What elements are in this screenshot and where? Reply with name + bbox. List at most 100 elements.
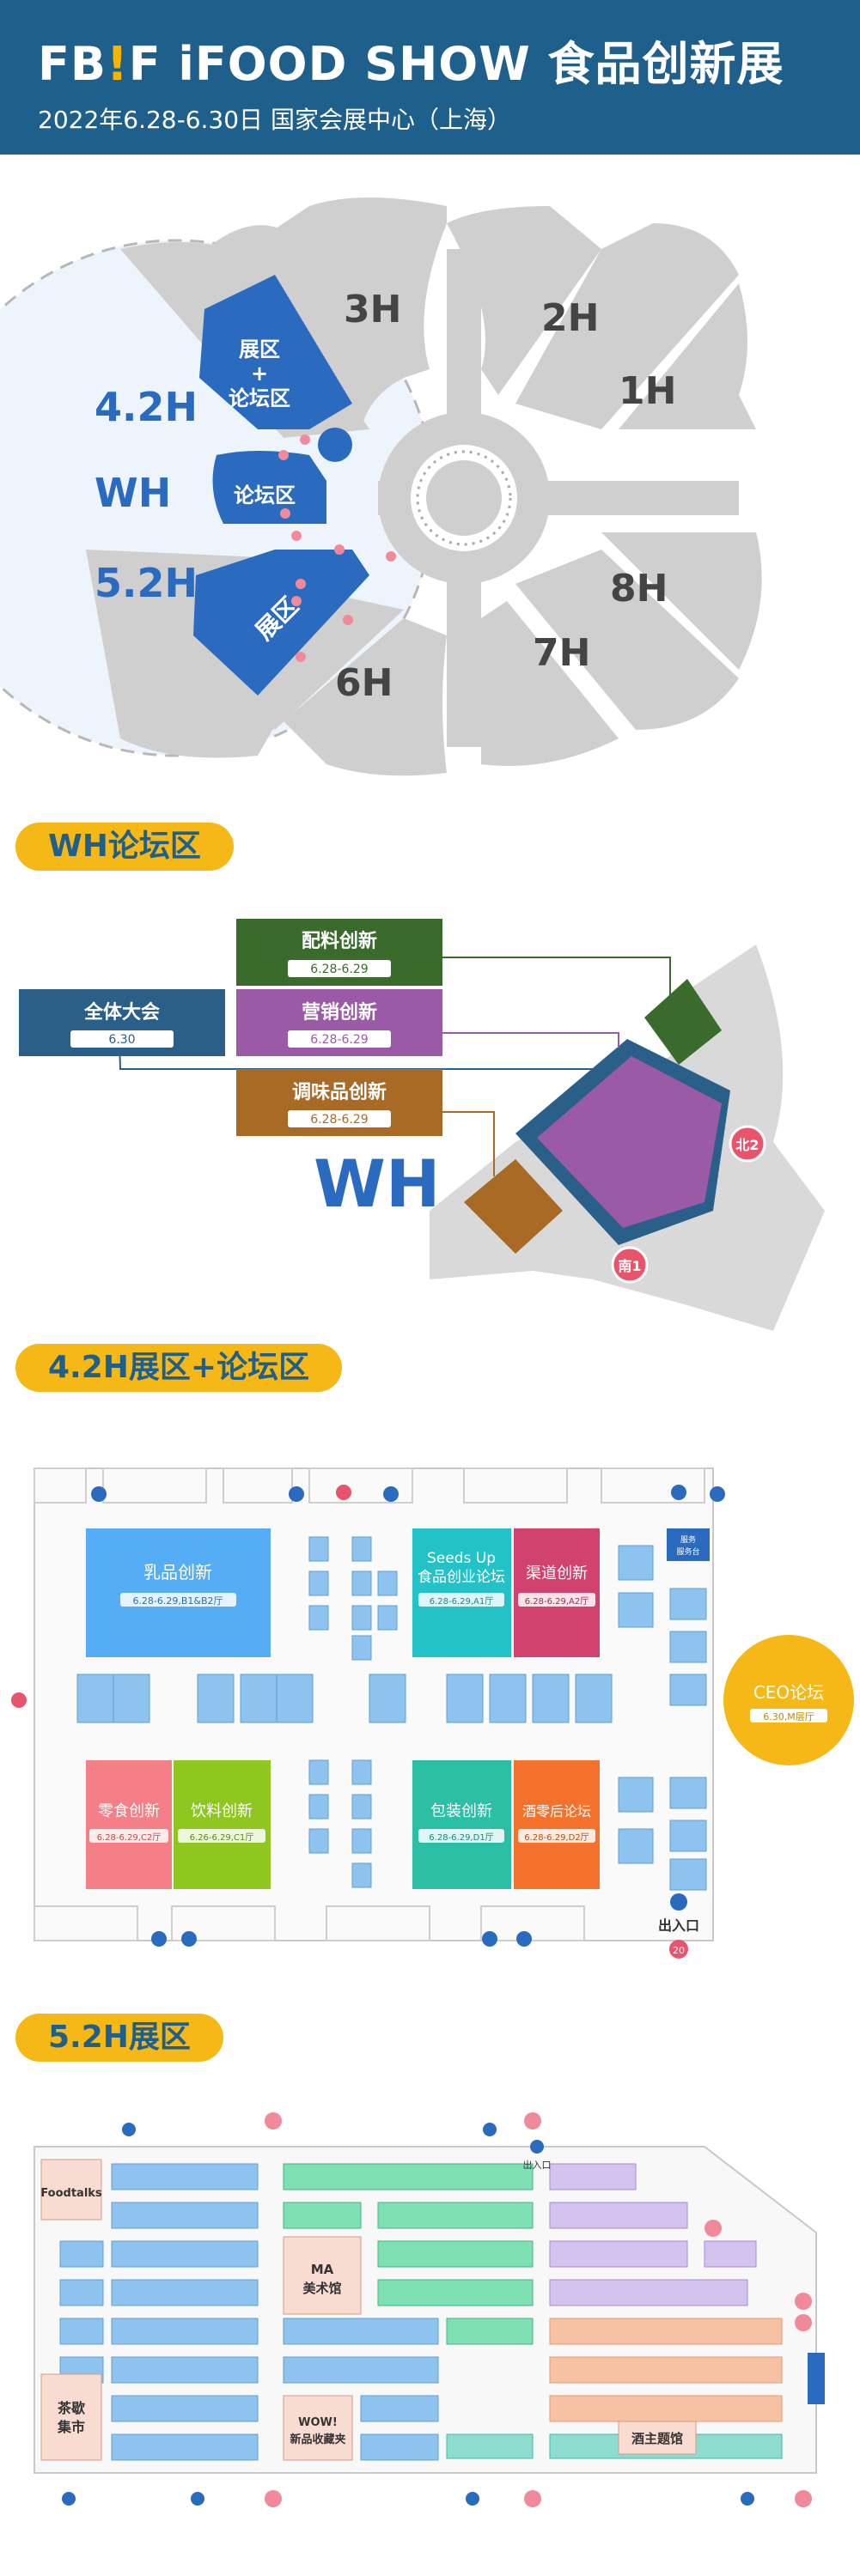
facility-icons: [11, 1485, 725, 1947]
forum-box-general: 全体大会 6.30: [19, 989, 225, 1056]
hub-dots: [416, 450, 512, 546]
svg-text:6.28-6.29,A1厅: 6.28-6.29,A1厅: [430, 1597, 494, 1607]
booth-grid-blue: [76, 1536, 707, 1891]
zone-bottom-shape: [193, 550, 369, 696]
gate-north2: 北2: [729, 1125, 766, 1163]
entrance-dots: [278, 434, 396, 662]
zone-dairy: 乳品创新 6.28-6.29,B1&B2厅: [86, 1528, 271, 1657]
hall-7h-label: 7H: [533, 631, 590, 675]
zone-mid-shape: [212, 451, 326, 524]
svg-text:CEO论坛: CEO论坛: [753, 1682, 824, 1703]
zone-top-shape: [199, 275, 352, 429]
zone-wine: 酒主题馆: [618, 2421, 697, 2455]
svg-text:服务台: 服务台: [676, 1546, 699, 1557]
svg-text:食品创业论坛: 食品创业论坛: [418, 1569, 505, 1586]
svg-text:MA: MA: [311, 2262, 334, 2277]
outline-structures: [34, 1467, 705, 1941]
svg-text:20: 20: [673, 1945, 685, 1956]
zone-ma-gallery: MA 美术馆: [283, 2236, 362, 2315]
svg-text:6.28-6.29,C2厅: 6.28-6.29,C2厅: [97, 1833, 162, 1843]
hub-center: [426, 460, 502, 536]
svg-text:乳品创新: 乳品创新: [143, 1562, 212, 1583]
zone-marker: [318, 428, 352, 462]
hall-2h-label: 2H: [541, 296, 599, 340]
map-block-ingredients: [644, 979, 722, 1065]
zone-snack: 零食创新 6.28-6.29,C2厅: [86, 1760, 172, 1889]
hall-outline-5-2h: [34, 2146, 817, 2474]
gate-20: [669, 1940, 688, 1959]
booths-teal: [446, 2433, 783, 2459]
venue-overview-map: 3H 2H 1H 8H 7H 6H 4.2H WH 5.2H 展区 + 论坛区 …: [0, 197, 762, 776]
svg-text:调味品创新: 调味品创新: [292, 1081, 387, 1103]
hall-8h-label: 8H: [610, 567, 668, 611]
brand-title: FB!F iFOOD SHOW 食品创新展: [38, 26, 784, 94]
svg-text:6.28-6.29: 6.28-6.29: [310, 1033, 368, 1047]
brand-fb: FB: [38, 37, 107, 91]
service-desk: [667, 1528, 710, 1561]
svg-text:包装创新: 包装创新: [430, 1802, 492, 1820]
booths-salmon: [549, 2318, 783, 2422]
svg-text:6.28-6.29,A2厅: 6.28-6.29,A2厅: [525, 1597, 589, 1607]
svg-text:北2: 北2: [735, 1137, 759, 1153]
svg-text:6.30,M层厅: 6.30,M层厅: [763, 1711, 814, 1722]
zone-channel: 渠道创新 6.28-6.29,A2厅: [514, 1528, 600, 1657]
svg-text:6.28-6.29: 6.28-6.29: [310, 963, 368, 976]
hall-5-2h-map: Foodtalks 茶歇 集市 MA 美术馆 WOW! 新品收藏夹 酒主题馆: [34, 2112, 825, 2507]
zone-foodtalks: Foodtalks: [40, 2159, 102, 2221]
booths-purple: [549, 2163, 757, 2306]
zone-top-line2: +: [251, 361, 268, 386]
zone-packaging: 包装创新 6.28-6.29,D1厅: [412, 1760, 511, 1889]
zone-wow: WOW! 新品收藏夹: [283, 2395, 353, 2461]
wh-big-title: WH: [314, 1145, 440, 1222]
map-block-marketing: [537, 1056, 722, 1228]
gates-5-2h: [265, 2112, 812, 2507]
svg-text:6.28-6.29: 6.28-6.29: [310, 1113, 368, 1127]
svg-text:6.28-6.29,B1&B2厅: 6.28-6.29,B1&B2厅: [132, 1595, 223, 1607]
facility-icons-5-2h: [62, 2123, 825, 2506]
forum-box-marketing: 营销创新 6.28-6.29: [236, 989, 442, 1056]
brand-bang: !: [107, 37, 129, 91]
section-tag-wh-forum: WH论坛区: [15, 823, 234, 871]
event-date-venue: 2022年6.28-6.30日 国家会展中心（上海）: [38, 106, 511, 134]
section-tag-5-2h: 5.2H展区: [15, 2014, 223, 2062]
map-block-seasoning: [464, 1159, 563, 1254]
svg-text:零食创新: 零食创新: [98, 1802, 160, 1820]
hall-4-2h-map: 乳品创新 6.28-6.29,B1&B2厅 Seeds Up 食品创业论坛 6.…: [11, 1467, 854, 1959]
line-marketing: [442, 1032, 619, 1048]
zone-nonalcohol: 酒零后论坛 6.28-6.29,D2厅: [514, 1760, 600, 1889]
booths-green-center: [283, 2163, 534, 2345]
forum-box-ingredients: 配料创新 6.28-6.29: [236, 919, 442, 986]
zone-tea-market: 茶歇 集市: [40, 2373, 102, 2461]
svg-text:南1: 南1: [618, 1258, 641, 1274]
zone-top-line3: 论坛区: [229, 386, 290, 410]
svg-text:茶歇: 茶歇: [57, 2400, 85, 2416]
svg-text:6.28-6.29,D2厅: 6.28-6.29,D2厅: [524, 1833, 589, 1843]
zone-beverage: 饮料创新 6.26-6.29,C1厅: [174, 1760, 271, 1889]
label-4-2h: 4.2H: [95, 384, 198, 430]
svg-text:酒零后论坛: 酒零后论坛: [522, 1803, 591, 1820]
gate-south1: 南1: [611, 1246, 649, 1284]
svg-text:美术馆: 美术馆: [302, 2281, 341, 2296]
svg-text:Foodtalks: Foodtalks: [40, 2187, 102, 2200]
svg-text:6.26-6.29,C1厅: 6.26-6.29,C1厅: [190, 1833, 254, 1843]
line-seasoning: [442, 1111, 495, 1176]
entrance-label-5-2h: 出入口: [523, 2159, 552, 2171]
section-tag-4-2h: 4.2H展区+论坛区: [15, 1344, 343, 1392]
exit-label: 出入口: [658, 1917, 699, 1934]
svg-text:营销创新: 营销创新: [302, 1001, 377, 1024]
header-banner: FB!F iFOOD SHOW 食品创新展 2022年6.28-6.30日 国家…: [0, 0, 860, 155]
svg-text:集市: 集市: [57, 2419, 85, 2435]
zone-seeds-up: Seeds Up 食品创业论坛 6.28-6.29,A1厅: [412, 1528, 511, 1657]
booths-blue-left: [59, 2163, 439, 2461]
hall-6h-label: 6H: [335, 661, 393, 705]
brand-rest: F iFOOD SHOW 食品创新展: [128, 37, 784, 91]
label-5-2h: 5.2H: [95, 560, 198, 606]
svg-text:6.28-6.29,D1厅: 6.28-6.29,D1厅: [429, 1833, 493, 1843]
svg-text:全体大会: 全体大会: [83, 1001, 160, 1024]
hall-3h-label: 3H: [344, 288, 401, 331]
exit-icon: [670, 1893, 687, 1911]
svg-text:酒主题馆: 酒主题馆: [631, 2431, 683, 2446]
svg-text:服务: 服务: [680, 1534, 696, 1545]
svg-text:新品收藏夹: 新品收藏夹: [290, 2433, 345, 2446]
